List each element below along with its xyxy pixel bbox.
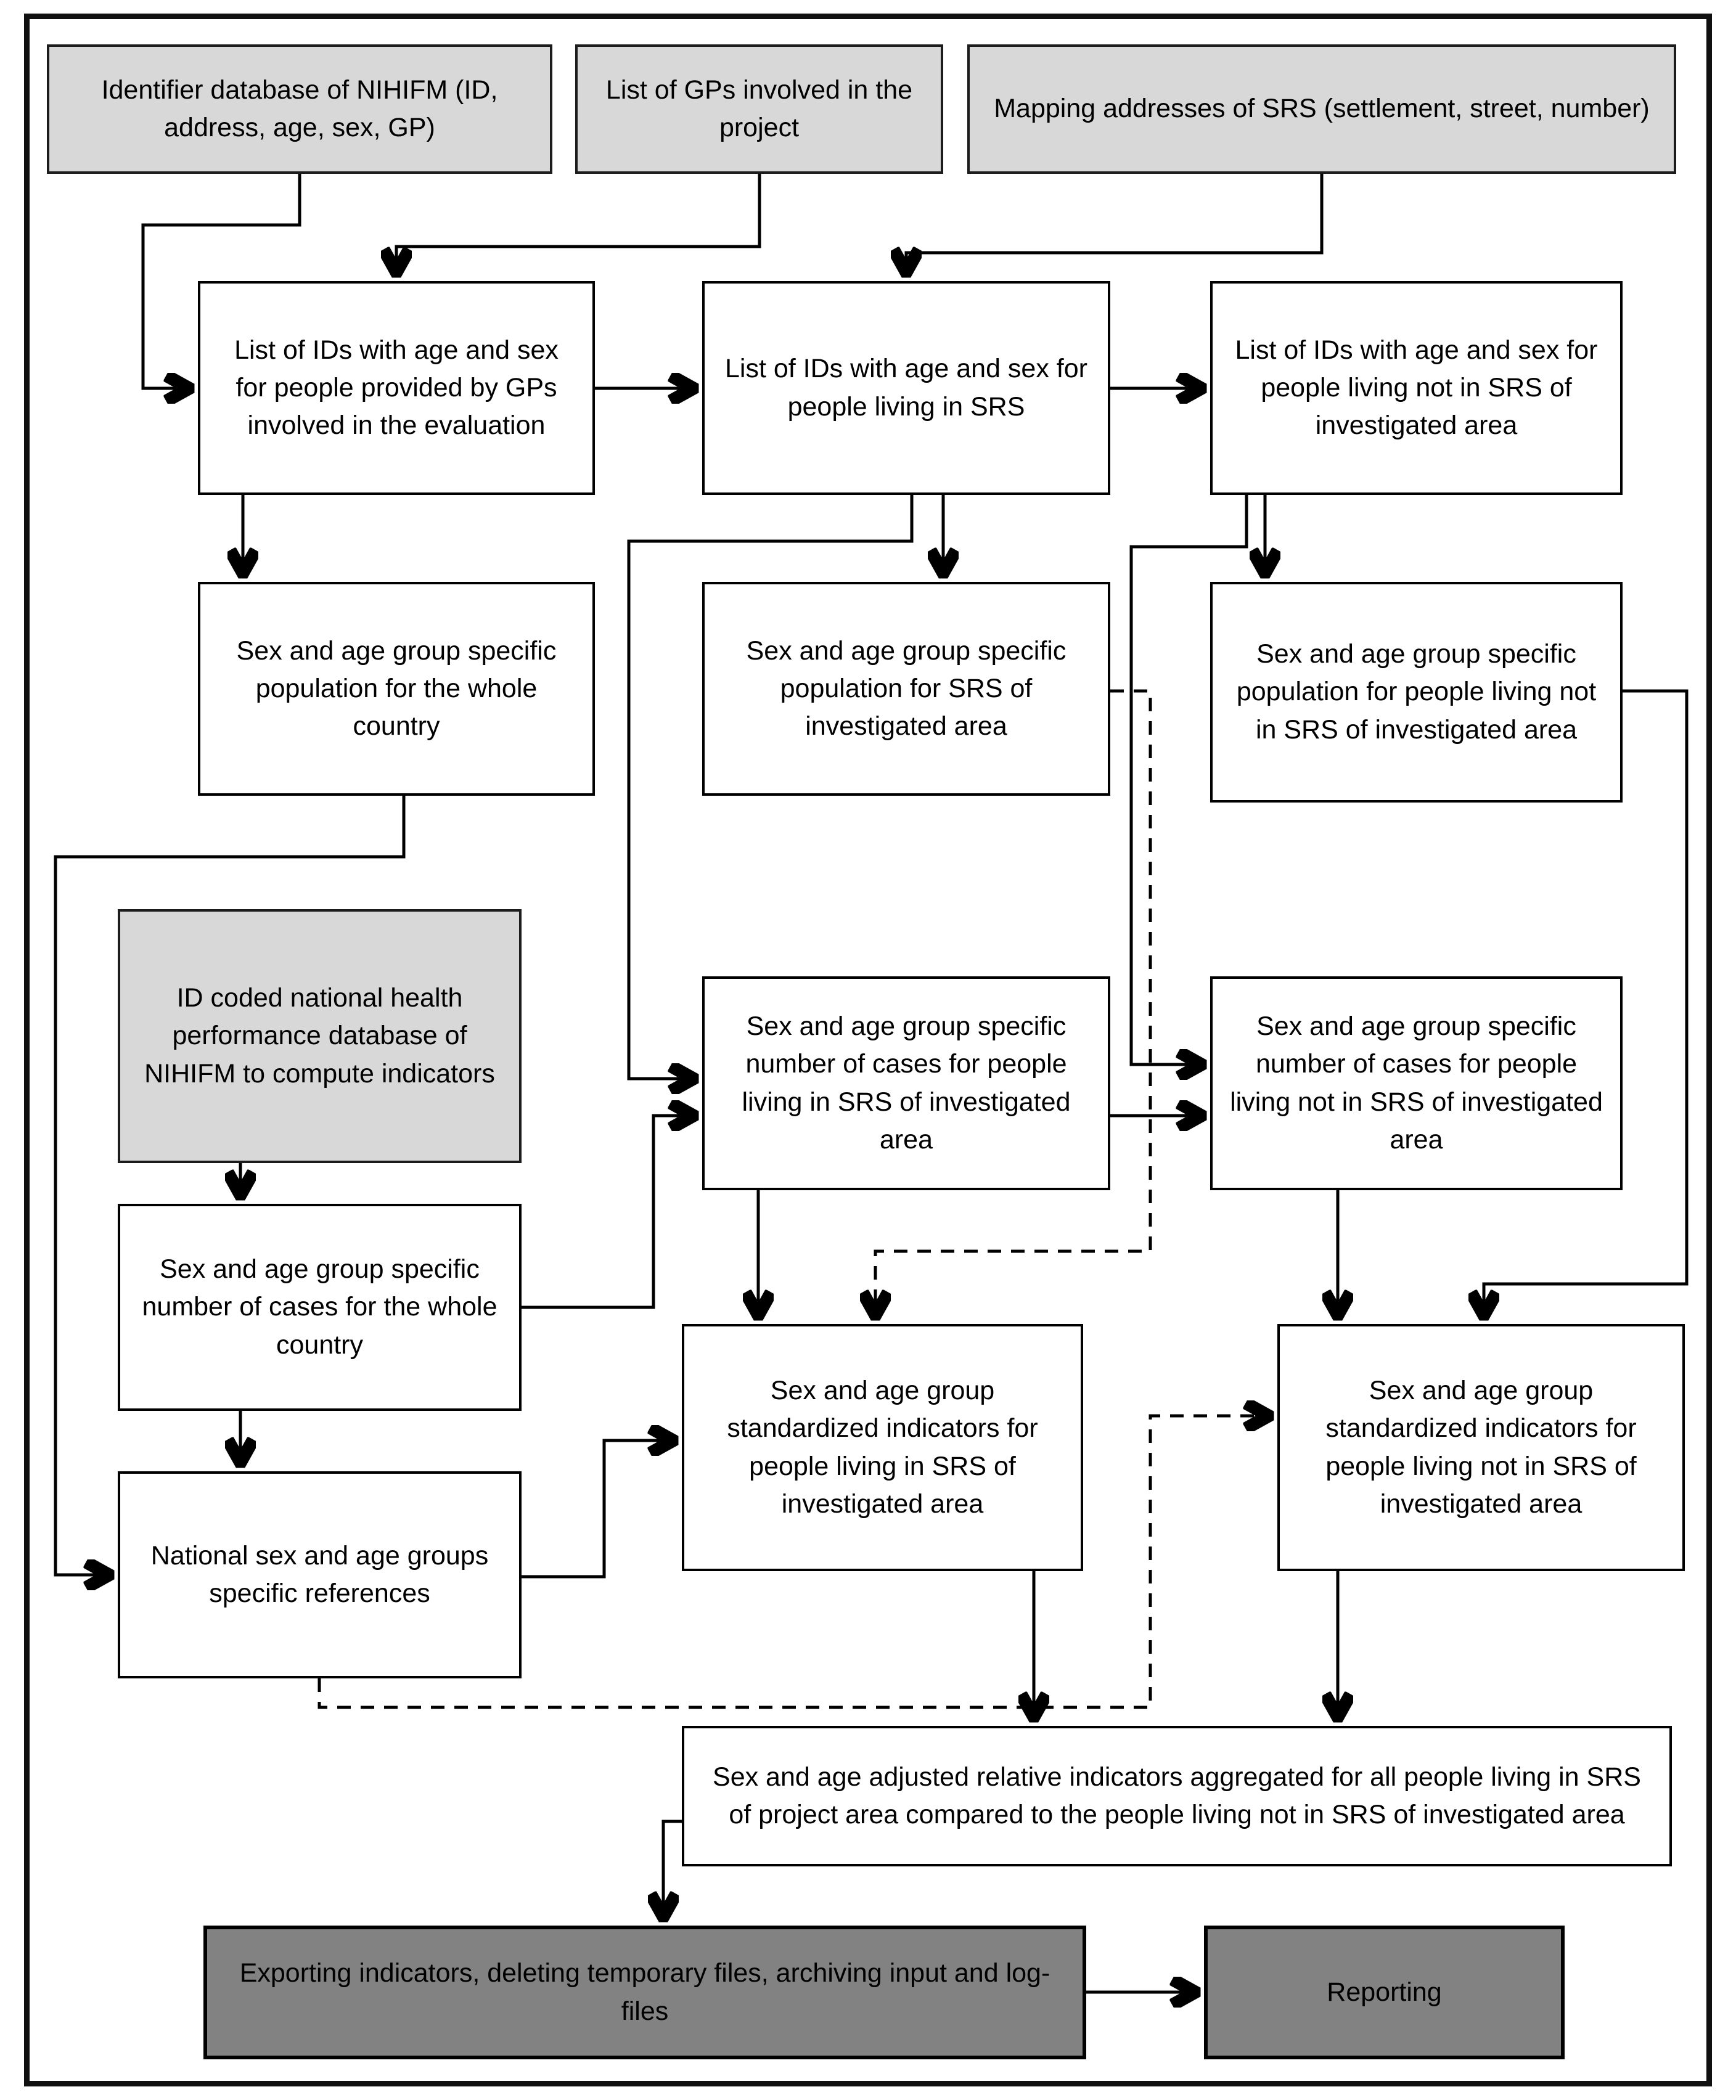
node-standardized-indicators-srs: Sex and age group standardized indicator…: [682, 1324, 1083, 1571]
edge-a3-b2: [906, 174, 1324, 272]
edge-f1-e2: [522, 1116, 694, 1309]
node-population-srs: Sex and age group specific population fo…: [702, 582, 1110, 796]
node-cases-whole-country: Sex and age group specific number of cas…: [118, 1204, 522, 1411]
edge-b3-e3: [1129, 495, 1248, 1064]
outer-border: [24, 14, 1712, 2086]
node-population-not-in-srs: Sex and age group specific population fo…: [1210, 582, 1623, 803]
node-gp-list: List of GPs involved in the project: [575, 44, 943, 174]
edge-c3-h3: [1484, 689, 1689, 1315]
node-exporting-archiving: Exporting indicators, deleting temporary…: [203, 1926, 1086, 2059]
node-ids-living-not-in-srs: List of IDs with age and sex for people …: [1210, 281, 1623, 495]
node-identifier-database: Identifier database of NIHIFM (ID, addre…: [47, 44, 552, 174]
node-adjusted-relative-indicators: Sex and age adjusted relative indicators…: [682, 1726, 1672, 1866]
edge-i-j: [663, 1820, 682, 1917]
edge-a1-b1: [141, 174, 301, 388]
node-cases-in-srs: Sex and age group specific number of cas…: [702, 976, 1110, 1190]
node-population-whole-country: Sex and age group specific population fo…: [198, 582, 595, 796]
node-ids-living-in-srs: List of IDs with age and sex for people …: [702, 281, 1110, 495]
node-standardized-indicators-not-srs: Sex and age group standardized indicator…: [1277, 1324, 1685, 1571]
node-cases-not-in-srs: Sex and age group specific number of cas…: [1210, 976, 1623, 1190]
edge-b2-e2: [627, 495, 914, 1079]
node-ids-provided-by-gps: List of IDs with age and sex for people …: [198, 281, 595, 495]
edge-c1-g1: [54, 796, 406, 1575]
edge-a2-b1: [396, 174, 761, 272]
node-national-references: National sex and age groups specific ref…: [118, 1471, 522, 1678]
node-performance-database: ID coded national health performance dat…: [118, 909, 522, 1163]
node-srs-address-mapping: Mapping addresses of SRS (settlement, st…: [967, 44, 1676, 174]
edge-c2-h2-dashed: [875, 689, 1152, 1315]
node-reporting: Reporting: [1204, 1926, 1565, 2059]
edge-g1-h2: [522, 1440, 673, 1579]
